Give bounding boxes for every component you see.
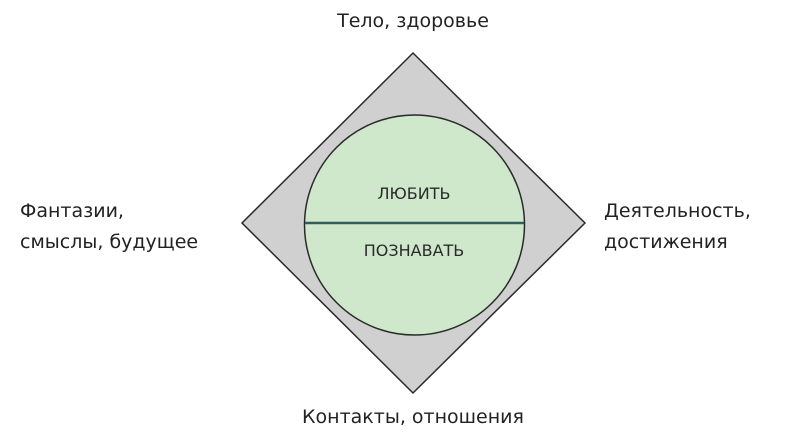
label-left-1: Фантазии, [20, 200, 124, 222]
label-bottom: Контакты, отношения [302, 406, 524, 428]
circle-upper-label: ЛЮБИТЬ [377, 184, 451, 203]
label-left-2: смыслы, будущее [20, 231, 199, 253]
circle [303, 114, 526, 336]
label-top: Тело, здоровье [337, 10, 489, 32]
label-right-1: Деятельность, [604, 200, 751, 222]
label-right-2: достижения [604, 231, 728, 253]
circle-lower-label: ПОЗНАВАТЬ [363, 241, 465, 260]
